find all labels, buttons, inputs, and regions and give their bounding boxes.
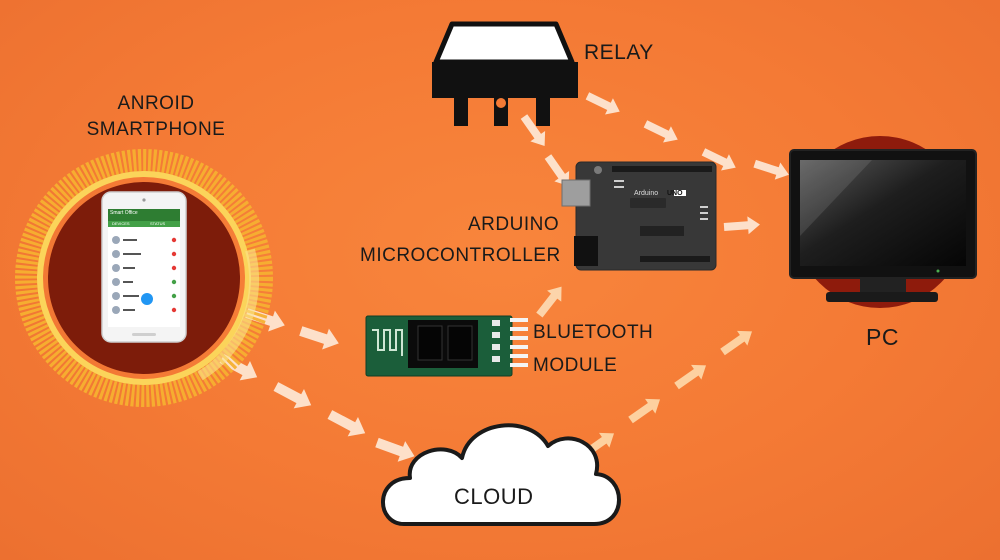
relay-icon — [432, 21, 578, 126]
cloud-icon — [381, 423, 621, 526]
arrows — [219, 92, 789, 462]
phone-app-title: Smart Office — [110, 210, 138, 216]
arrow-cloud-to-pc — [582, 330, 753, 458]
arrow-relay-to-arduino — [520, 114, 570, 187]
pc-monitor-icon — [789, 136, 977, 308]
label-bluetooth-line2: MODULE — [533, 355, 618, 376]
phone-tab-left: DEVICES — [112, 221, 130, 226]
board-brand: Arduino — [634, 190, 659, 197]
arduino-board-icon — [561, 161, 717, 271]
label-arduino-line1: ARDUINO — [468, 214, 560, 235]
label-cloud: CLOUD — [454, 484, 534, 509]
phone-tab-right: STATUS — [150, 221, 166, 226]
label-bluetooth-line1: BLUETOOTH — [533, 322, 654, 343]
arrow-bluetooth-to-arduino — [536, 286, 562, 318]
arrow-arduino-to-pc — [723, 216, 760, 235]
bluetooth-module-icon — [365, 315, 528, 377]
label-relay: RELAY — [584, 41, 654, 64]
label-phone-line1: ANROID — [117, 93, 195, 114]
arrow-phone-to-cloud — [219, 354, 415, 462]
label-arduino-line2: MICROCONTROLLER — [360, 245, 561, 266]
label-phone-line2: SMARTPHONE — [86, 119, 226, 140]
board-model: UNO — [667, 190, 683, 197]
smartphone-icon — [101, 191, 187, 343]
label-pc: PC — [866, 324, 899, 350]
arrow-relay-to-pc — [585, 92, 789, 180]
